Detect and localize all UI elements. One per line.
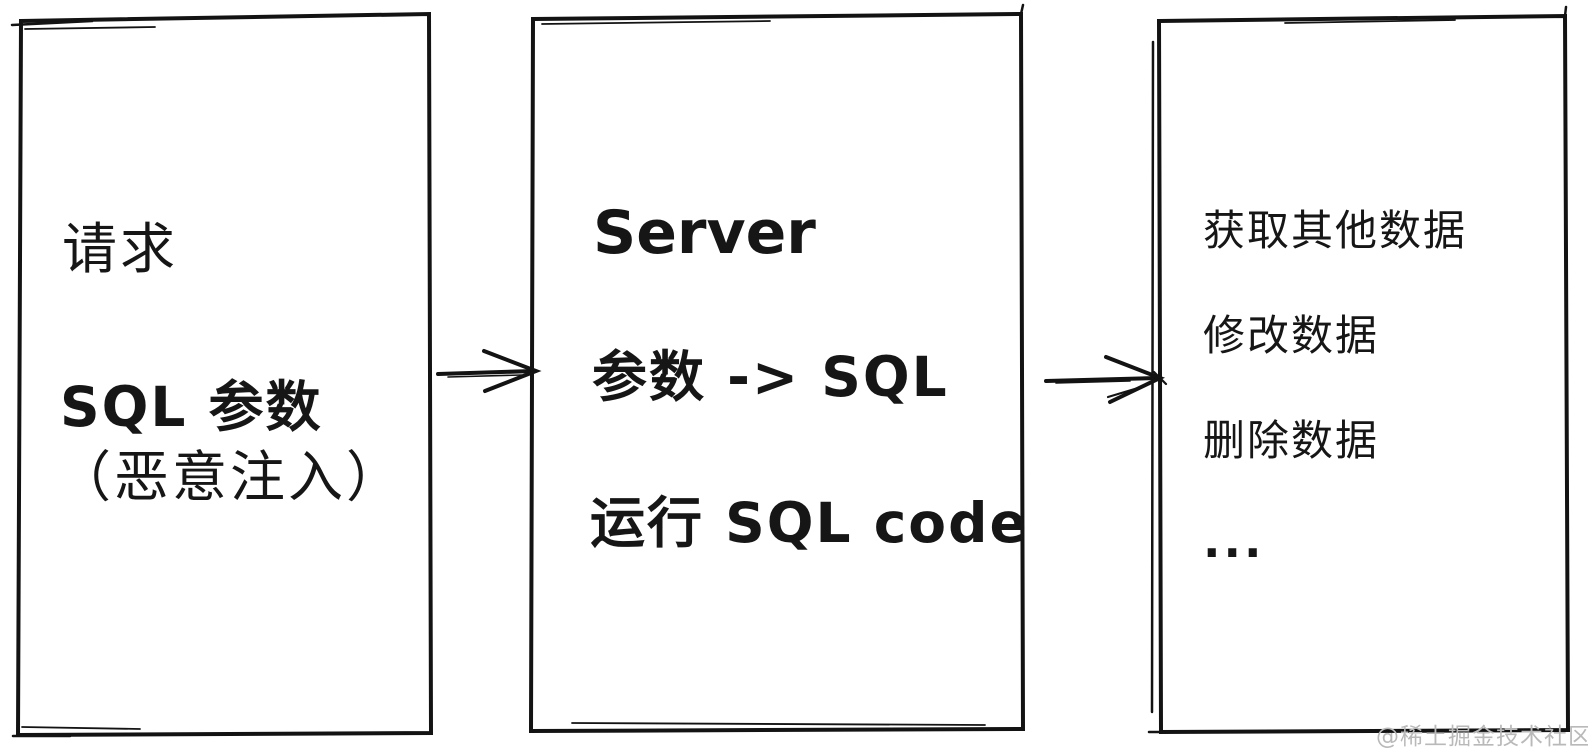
result-box-line-4: ... bbox=[1203, 514, 1265, 568]
server-box-line-3: 运行 SQL code bbox=[590, 491, 1029, 555]
flow-arrow-right-icon bbox=[1044, 355, 1168, 404]
result-box-line-1: 获取其他数据 bbox=[1203, 206, 1468, 255]
server-box-line-1: Server bbox=[593, 198, 816, 268]
server-box-outline bbox=[528, 3, 1026, 734]
result-box-line-2: 修改数据 bbox=[1203, 311, 1380, 360]
result-box-outline bbox=[1147, 5, 1571, 735]
request-box-line-2: SQL 参数 bbox=[60, 375, 323, 439]
server-box-line-2: 参数 -> SQL bbox=[592, 345, 949, 409]
flow-arrow-left-icon bbox=[436, 349, 542, 393]
request-box-outline bbox=[10, 11, 434, 738]
request-box-line-1: 请求 bbox=[62, 217, 179, 281]
watermark: @稀土掘金技术社区 bbox=[1376, 724, 1588, 750]
result-box-line-3: 删除数据 bbox=[1203, 416, 1380, 465]
request-box-line-3: （恶意注入） bbox=[56, 445, 405, 509]
